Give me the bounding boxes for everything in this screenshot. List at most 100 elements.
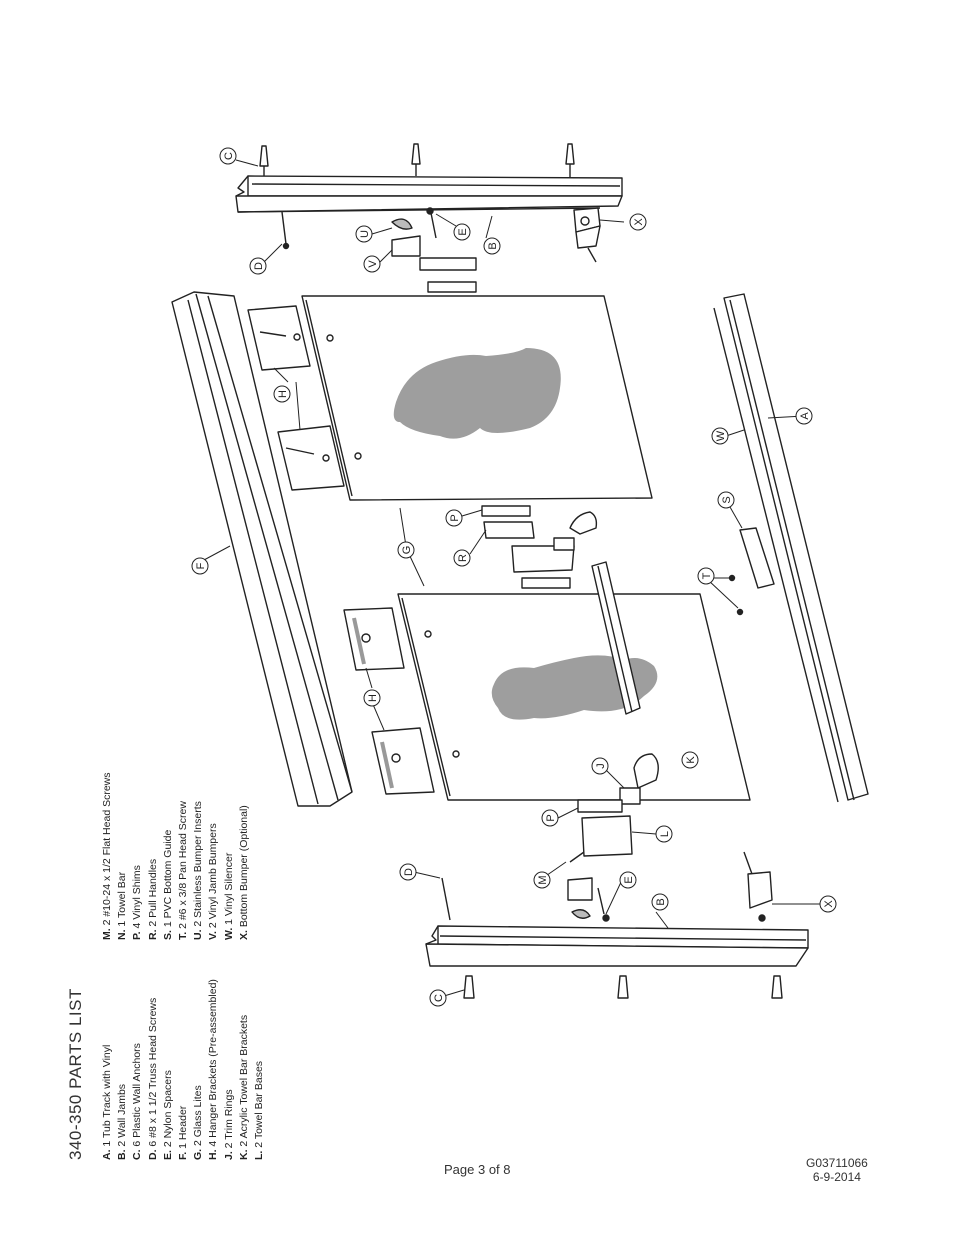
callout-d-bottom: D <box>399 863 417 881</box>
part-description: 2 Vinyl Jamb Bumpers <box>207 823 220 932</box>
parts-list-row: D. 6 #8 x 1 1/2 Truss Head Screws <box>146 998 162 1160</box>
callout-x-bottom: X <box>819 895 837 913</box>
svg-text:R: R <box>457 554 469 562</box>
part-letter: C. <box>131 1149 144 1161</box>
svg-text:D: D <box>403 868 415 876</box>
parts-list-row: C. 6 Plastic Wall Anchors <box>130 1043 146 1160</box>
callout-leaders <box>203 159 822 997</box>
parts-list-row: B. 2 Wall Jambs <box>115 1084 131 1160</box>
svg-text:F: F <box>195 562 207 569</box>
glass-lite-upper <box>301 295 653 501</box>
part-description: 2 Acrylic Towel Bar Brackets <box>237 1014 250 1150</box>
callout-t: T <box>697 567 715 585</box>
svg-text:K: K <box>685 756 697 764</box>
part-letter: S. <box>161 930 174 940</box>
part-description: 1 Vinyl Silencer <box>222 852 235 928</box>
callout-c-top: C <box>219 147 237 165</box>
parts-list-row: L. 2 Towel Bar Bases <box>252 1061 268 1160</box>
callout-c-bottom: C <box>429 989 447 1007</box>
hanger-brackets-upper <box>247 305 345 491</box>
part-letter: J. <box>222 1151 235 1160</box>
callout-e-bottom: E <box>619 871 637 889</box>
callout-p-mid: P <box>445 509 463 527</box>
part-description: 2 #6 x 3/8 Pan Head Screw <box>177 801 189 932</box>
callout-j: J <box>591 757 609 775</box>
parts-list-row: A. 1 Tub Track with Vinyl <box>100 1045 116 1160</box>
part-description: 2 Glass Lites <box>192 1085 205 1149</box>
part-description: Bottom Bumper (Optional) <box>237 805 250 931</box>
callout-l: L <box>655 825 673 843</box>
pull-handles-mid <box>481 505 598 589</box>
page-number: Page 3 of 8 <box>444 1162 511 1177</box>
svg-text:H: H <box>367 694 379 702</box>
part-description: 1 Towel Bar <box>116 871 129 930</box>
callout-s: S <box>717 491 735 509</box>
part-description: 1 PVC Bottom Guide <box>161 829 174 931</box>
tub-track <box>713 293 869 803</box>
bottom-bumper-bottom <box>743 851 773 922</box>
parts-list-row: P. 4 Vinyl Shims <box>130 865 146 940</box>
svg-text:P: P <box>545 814 557 821</box>
document-code: G03711066 6-9-2014 <box>806 1156 868 1184</box>
svg-text:P: P <box>449 514 461 521</box>
svg-text:X: X <box>823 900 835 908</box>
parts-list-row: U. 2 Stainless Bumper Inserts <box>191 801 207 940</box>
parts-list-row: M. 2 #10-24 x 1/2 Flat Head Screws <box>100 772 116 940</box>
parts-list-row: J. 2 Trim Rings <box>222 1089 238 1160</box>
callout-a: A <box>795 407 813 425</box>
parts-list-row: F. 1 Header <box>176 1106 192 1160</box>
callout-x-top: X <box>629 213 647 231</box>
wall-jamb-top <box>235 175 623 213</box>
callout-b-bottom: B <box>651 893 669 911</box>
callout-g: G <box>397 541 415 559</box>
svg-text:C: C <box>433 994 445 1002</box>
parts-list-row: X. Bottom Bumper (Optional) <box>237 805 253 940</box>
part-description: 1 Header <box>177 1105 189 1152</box>
svg-text:L: L <box>659 831 671 837</box>
towel-bar <box>591 561 641 715</box>
callout-w: W <box>711 427 729 445</box>
part-letter: M. <box>101 928 113 940</box>
parts-list-row: E. 2 Nylon Spacers <box>161 1070 177 1160</box>
svg-text:A: A <box>799 412 811 420</box>
part-description: 4 Vinyl Shims <box>131 865 144 932</box>
callout-h-top: H <box>273 385 291 403</box>
part-letter: G. <box>192 1148 205 1160</box>
header-rail <box>171 291 353 807</box>
svg-text:V: V <box>367 260 379 268</box>
callout-labels: C D U V E B X H F G P R S T W A H J K P … <box>191 147 837 1007</box>
part-letter: L. <box>253 1150 265 1160</box>
callout-b-top: B <box>483 237 501 255</box>
part-letter: A. <box>101 1149 113 1161</box>
svg-text:M: M <box>537 875 549 884</box>
parts-list-row: H. 4 Hanger Brackets (Pre-assembled) <box>206 979 222 1160</box>
screws-bottom <box>441 877 610 922</box>
part-letter: U. <box>192 929 205 941</box>
callout-p-bottom: P <box>541 809 559 827</box>
document-date: 6-9-2014 <box>812 1170 861 1184</box>
jamb-bumpers-bottom <box>567 877 593 919</box>
part-description: 2 #10-24 x 1/2 Flat Head Screws <box>101 772 113 929</box>
jamb-bumpers-top <box>391 218 477 293</box>
part-letter: V. <box>207 931 220 940</box>
part-letter: N. <box>116 929 129 941</box>
callout-k: K <box>681 751 699 769</box>
callout-m: M <box>533 871 551 889</box>
hanger-brackets-lower <box>343 607 435 795</box>
towel-bar-parts-lower <box>569 753 659 863</box>
screws-top <box>281 207 437 250</box>
parts-list-row: K. 2 Acrylic Towel Bar Brackets <box>237 1015 253 1160</box>
part-description: 2 Towel Bar Bases <box>253 1060 265 1151</box>
part-letter: D. <box>146 1149 159 1161</box>
part-letter: F. <box>177 1151 189 1160</box>
part-description: 2 Stainless Bumper Inserts <box>192 801 205 930</box>
part-description: 2 Nylon Spacers <box>161 1070 174 1151</box>
svg-text:S: S <box>721 496 733 503</box>
svg-text:T: T <box>701 572 713 579</box>
svg-text:B: B <box>655 898 667 905</box>
part-letter: T. <box>177 931 189 940</box>
callout-d-top: D <box>249 257 267 275</box>
document-number: G03711066 <box>806 1156 868 1170</box>
part-letter: H. <box>207 1149 220 1161</box>
